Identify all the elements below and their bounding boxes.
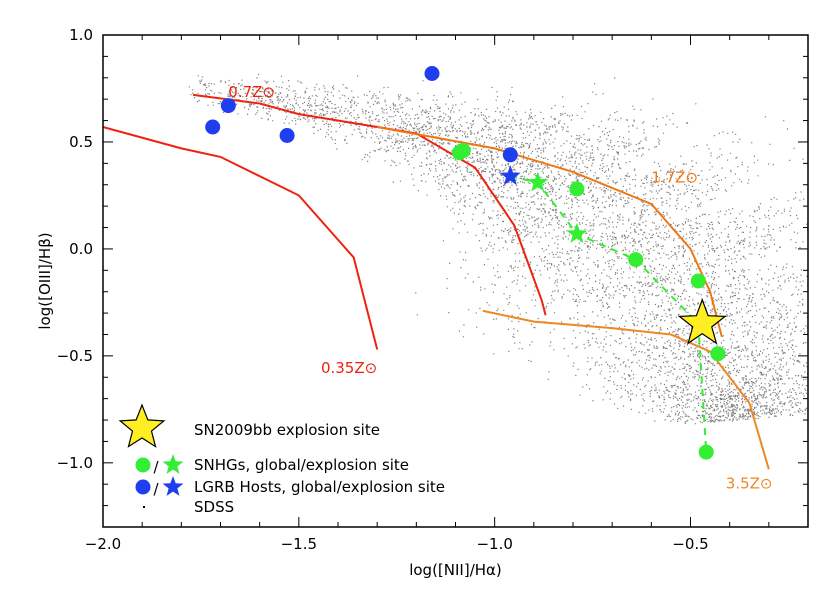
- lgrb-global-point: [220, 98, 236, 114]
- snhg-global-point: [455, 143, 471, 158]
- snhg-global-point: [698, 444, 714, 460]
- legend: SN2009bb explosion site / SNHGs, global/ex…: [118, 403, 445, 516]
- curve-label: 3.5Z⊙: [726, 475, 773, 493]
- legend-lgrb-star: [162, 476, 184, 496]
- metallicity-curve: [192, 93, 547, 316]
- x-tick-label: −1.5: [281, 535, 317, 553]
- x-axis-title: log([NII]/Hα): [409, 561, 502, 579]
- snhg-global-point: [690, 273, 706, 289]
- legend-label: LGRB Hosts, global/explosion site: [194, 478, 445, 496]
- legend-separator: /: [153, 480, 159, 498]
- lgrb-global-point: [205, 119, 221, 135]
- metallicity-curve: [102, 126, 379, 350]
- snhg-explosion-star: [566, 222, 588, 243]
- legend-sn2009bb-star: [118, 403, 166, 448]
- legend-label: SNHGs, global/explosion site: [194, 456, 409, 474]
- data-markers: [205, 66, 727, 460]
- lgrb-explosion-star: [499, 165, 521, 186]
- x-tick-label: −2.0: [85, 535, 121, 553]
- metallicity-curve: [377, 126, 723, 337]
- snhg-global-point: [569, 181, 585, 197]
- metallicity-curve: [482, 309, 770, 470]
- curve-label: 1.7Z⊙: [651, 169, 698, 187]
- x-tick-label: −0.5: [672, 535, 708, 553]
- legend-snhg-circle: [135, 457, 151, 473]
- sdss-points: [188, 73, 809, 425]
- snhg-global-point: [710, 346, 726, 362]
- lgrb-global-point: [502, 147, 518, 163]
- y-tick-label: 0.5: [69, 133, 93, 151]
- lgrb-global-point: [424, 66, 440, 81]
- axis-ticks: −2.0 −1.5 −1.0 −0.5 1.0 0.5 0.0 −0.5 −1.0: [57, 26, 809, 553]
- legend-label: SN2009bb explosion site: [194, 421, 380, 439]
- curve-label: 0.35Z⊙: [321, 359, 377, 377]
- sdss-cloud: [188, 73, 809, 425]
- metallicity-curves: 0.35Z⊙ 0.7Z⊙ 1.7Z⊙ 3.5Z⊙: [102, 83, 773, 493]
- y-tick-label: 1.0: [69, 26, 93, 44]
- y-tick-label: 0.0: [69, 240, 93, 258]
- legend-label: SDSS: [194, 498, 234, 516]
- legend-snhg-star: [162, 454, 184, 474]
- legend-sdss-dot: [143, 506, 145, 508]
- y-axis-title: log([OIII]/Hβ): [36, 232, 54, 329]
- legend-lgrb-circle: [135, 479, 151, 495]
- x-tick-label: −1.0: [476, 535, 512, 553]
- snhg-explosion-star: [527, 171, 549, 192]
- y-tick-label: −1.0: [57, 454, 93, 472]
- curve-label: 0.7Z⊙: [228, 83, 275, 101]
- sn2009bb-star: [677, 298, 727, 345]
- legend-separator: /: [153, 458, 159, 476]
- snhg-global-point: [628, 252, 644, 268]
- y-tick-label: −0.5: [57, 347, 93, 365]
- lgrb-global-point: [279, 128, 295, 143]
